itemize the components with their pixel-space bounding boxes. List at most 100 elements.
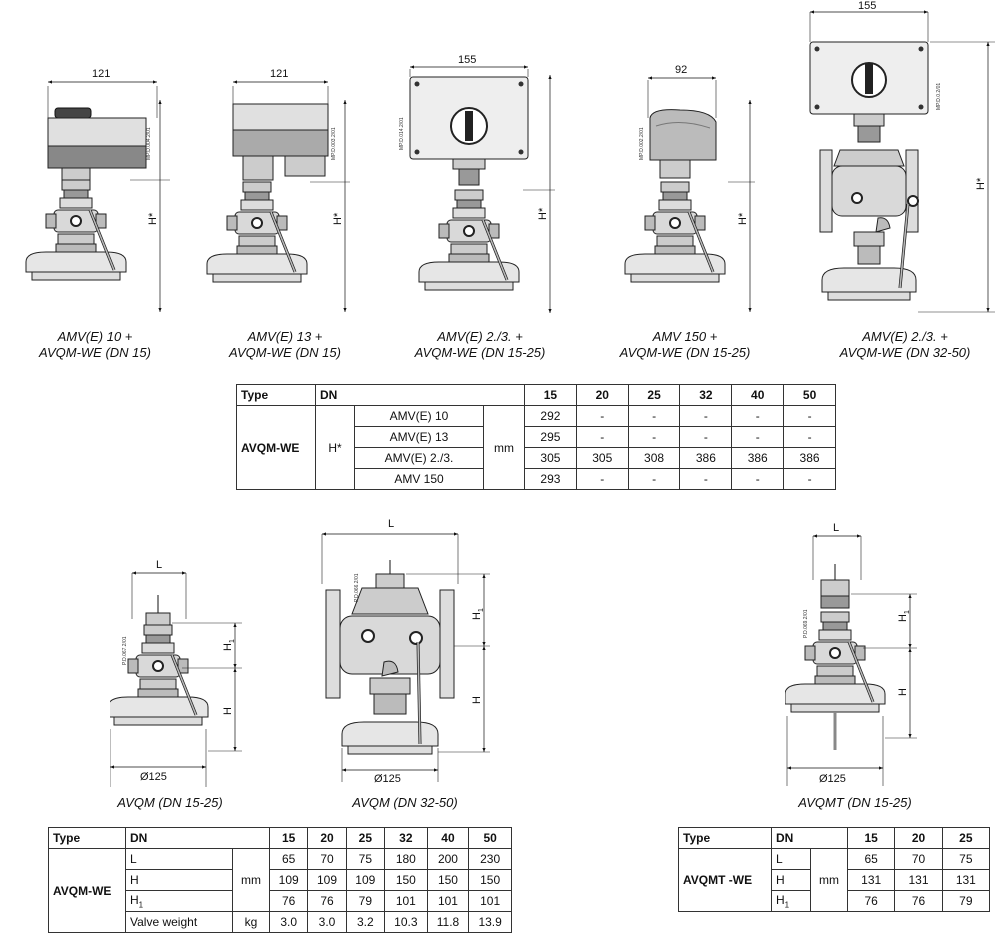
cell: -	[783, 405, 836, 427]
caption-fig3: AMV(E) 2./3. +AVQM-WE (DN 15-25)	[414, 329, 546, 360]
figure-avqm-large: L H1 H Ø125 P.D.066.2/01	[321, 518, 490, 785]
cell: 180	[383, 848, 428, 870]
cell: -	[575, 468, 629, 490]
header-dn-value: 20	[575, 384, 629, 406]
drawing-ref: MP.D.002.2/01	[639, 127, 645, 160]
dim-h: H	[897, 688, 909, 696]
cell: 308	[627, 447, 681, 469]
cell: 150	[468, 869, 512, 891]
cell: 13.9	[468, 911, 512, 933]
cell: -	[627, 426, 681, 448]
param-cell: H*	[315, 405, 355, 490]
header-dn-value: 32	[383, 827, 428, 849]
caption-avqmt: AVQMT (DN 15-25)	[798, 795, 912, 810]
header-dn-value: 32	[679, 384, 733, 406]
header-dn: DN	[771, 827, 848, 849]
cell: 150	[426, 869, 470, 891]
type-cell: AVQM-WE	[48, 848, 126, 933]
drawing-ref: P.D.066.2/01	[354, 573, 360, 602]
cell: 150	[383, 869, 428, 891]
drawing-ref: MP.D.003.2/01	[331, 127, 337, 160]
header-dn-value: 40	[426, 827, 470, 849]
header-dn-value: 40	[731, 384, 785, 406]
header-dn-value: 20	[894, 827, 943, 849]
row-label: AMV(E) 13	[354, 426, 484, 448]
cell: -	[575, 426, 629, 448]
cell: 101	[383, 890, 428, 912]
figure-avqmt: L H1 H Ø125 P.D.069.2/01	[785, 522, 917, 786]
row-label: Valve weight	[125, 911, 233, 933]
unit-cell: mm	[232, 848, 270, 912]
caption-avqm-small: AVQM (DN 15-25)	[117, 795, 223, 810]
unit-cell: mm	[483, 405, 525, 490]
cell: 131	[894, 869, 943, 891]
caption-fig5: AMV(E) 2./3. +AVQM-WE (DN 32-50)	[839, 329, 971, 360]
row-label: H	[771, 869, 811, 891]
height-dimension: H*	[737, 212, 749, 225]
dim-l: L	[156, 559, 162, 571]
row-label: H1	[125, 890, 233, 912]
cell: 76	[846, 890, 896, 912]
height-dimension: H*	[537, 207, 549, 220]
header-dn-value: 25	[627, 384, 681, 406]
cell: 386	[783, 447, 836, 469]
cell: -	[783, 426, 836, 448]
table-h-dimensions: Type DN 15 20 25 32 40 50 AVQM-WE H* AMV…	[236, 384, 836, 490]
cell: -	[731, 405, 785, 427]
cell: 3.0	[268, 911, 309, 933]
figure-amv23-avqm-small: 155 H* MP.D.014.2/01	[399, 55, 555, 313]
row-label: AMV(E) 10	[354, 405, 484, 427]
unit-cell: mm	[810, 848, 848, 912]
cell: 65	[268, 848, 309, 870]
type-cell: AVQM-WE	[236, 405, 316, 490]
header-dn-value: 15	[846, 827, 896, 849]
width-dimension: 92	[675, 64, 687, 76]
header-dn-value: 15	[524, 384, 577, 406]
width-dimension: 155	[458, 55, 476, 66]
row-label: H1	[771, 890, 811, 912]
cell: 295	[524, 426, 577, 448]
cell: -	[731, 426, 785, 448]
cell: -	[627, 405, 681, 427]
dim-h: H	[222, 707, 234, 715]
header-dn: DN	[315, 384, 525, 406]
unit-cell: kg	[232, 911, 270, 933]
figure-amv10-avqm: 121 H* MP.D.004.2/01	[24, 68, 170, 312]
header-dn: DN	[125, 827, 270, 849]
cell: -	[679, 426, 733, 448]
cell: -	[627, 468, 681, 490]
cell: 305	[524, 447, 577, 469]
cell: 11.8	[426, 911, 470, 933]
dim-h1: H1	[897, 610, 911, 622]
dim-l: L	[388, 518, 394, 530]
cell: 109	[345, 869, 385, 891]
drawing-ref: MP.D.014.2/01	[399, 117, 405, 150]
dim-diameter: Ø125	[140, 771, 167, 783]
cell: 292	[524, 405, 577, 427]
header-type: Type	[48, 827, 126, 849]
dim-diameter: Ø125	[374, 773, 401, 785]
cell: 131	[846, 869, 896, 891]
table-avqm-dimensions: Type DN 15 20 25 32 40 50 AVQM-WE L mm 6…	[48, 827, 512, 933]
drawing-ref: MP.D.0.2/01	[936, 83, 942, 110]
cell: 109	[307, 869, 347, 891]
type-cell: AVQMT -WE	[678, 848, 772, 912]
row-label: AMV 150	[354, 468, 484, 490]
cell: -	[679, 405, 733, 427]
cell: 131	[941, 869, 991, 891]
height-dimension: H*	[147, 212, 159, 225]
header-dn-value: 20	[307, 827, 347, 849]
caption-fig1: AMV(E) 10 +AVQM-WE (DN 15)	[39, 329, 151, 360]
cell: 79	[345, 890, 385, 912]
figure-avqm-small: L H1 H Ø125 P.D.067.2/01	[110, 559, 242, 787]
cell: 386	[731, 447, 785, 469]
drawing-ref: MP.D.004.2/01	[146, 127, 152, 160]
width-dimension: 121	[270, 68, 288, 80]
dim-diameter: Ø125	[819, 773, 846, 785]
cell: 70	[307, 848, 347, 870]
cell: 101	[468, 890, 512, 912]
cell: -	[731, 468, 785, 490]
header-dn-value: 25	[345, 827, 385, 849]
drawing-ref: P.D.067.2/01	[122, 636, 128, 665]
cell: 65	[846, 848, 896, 870]
